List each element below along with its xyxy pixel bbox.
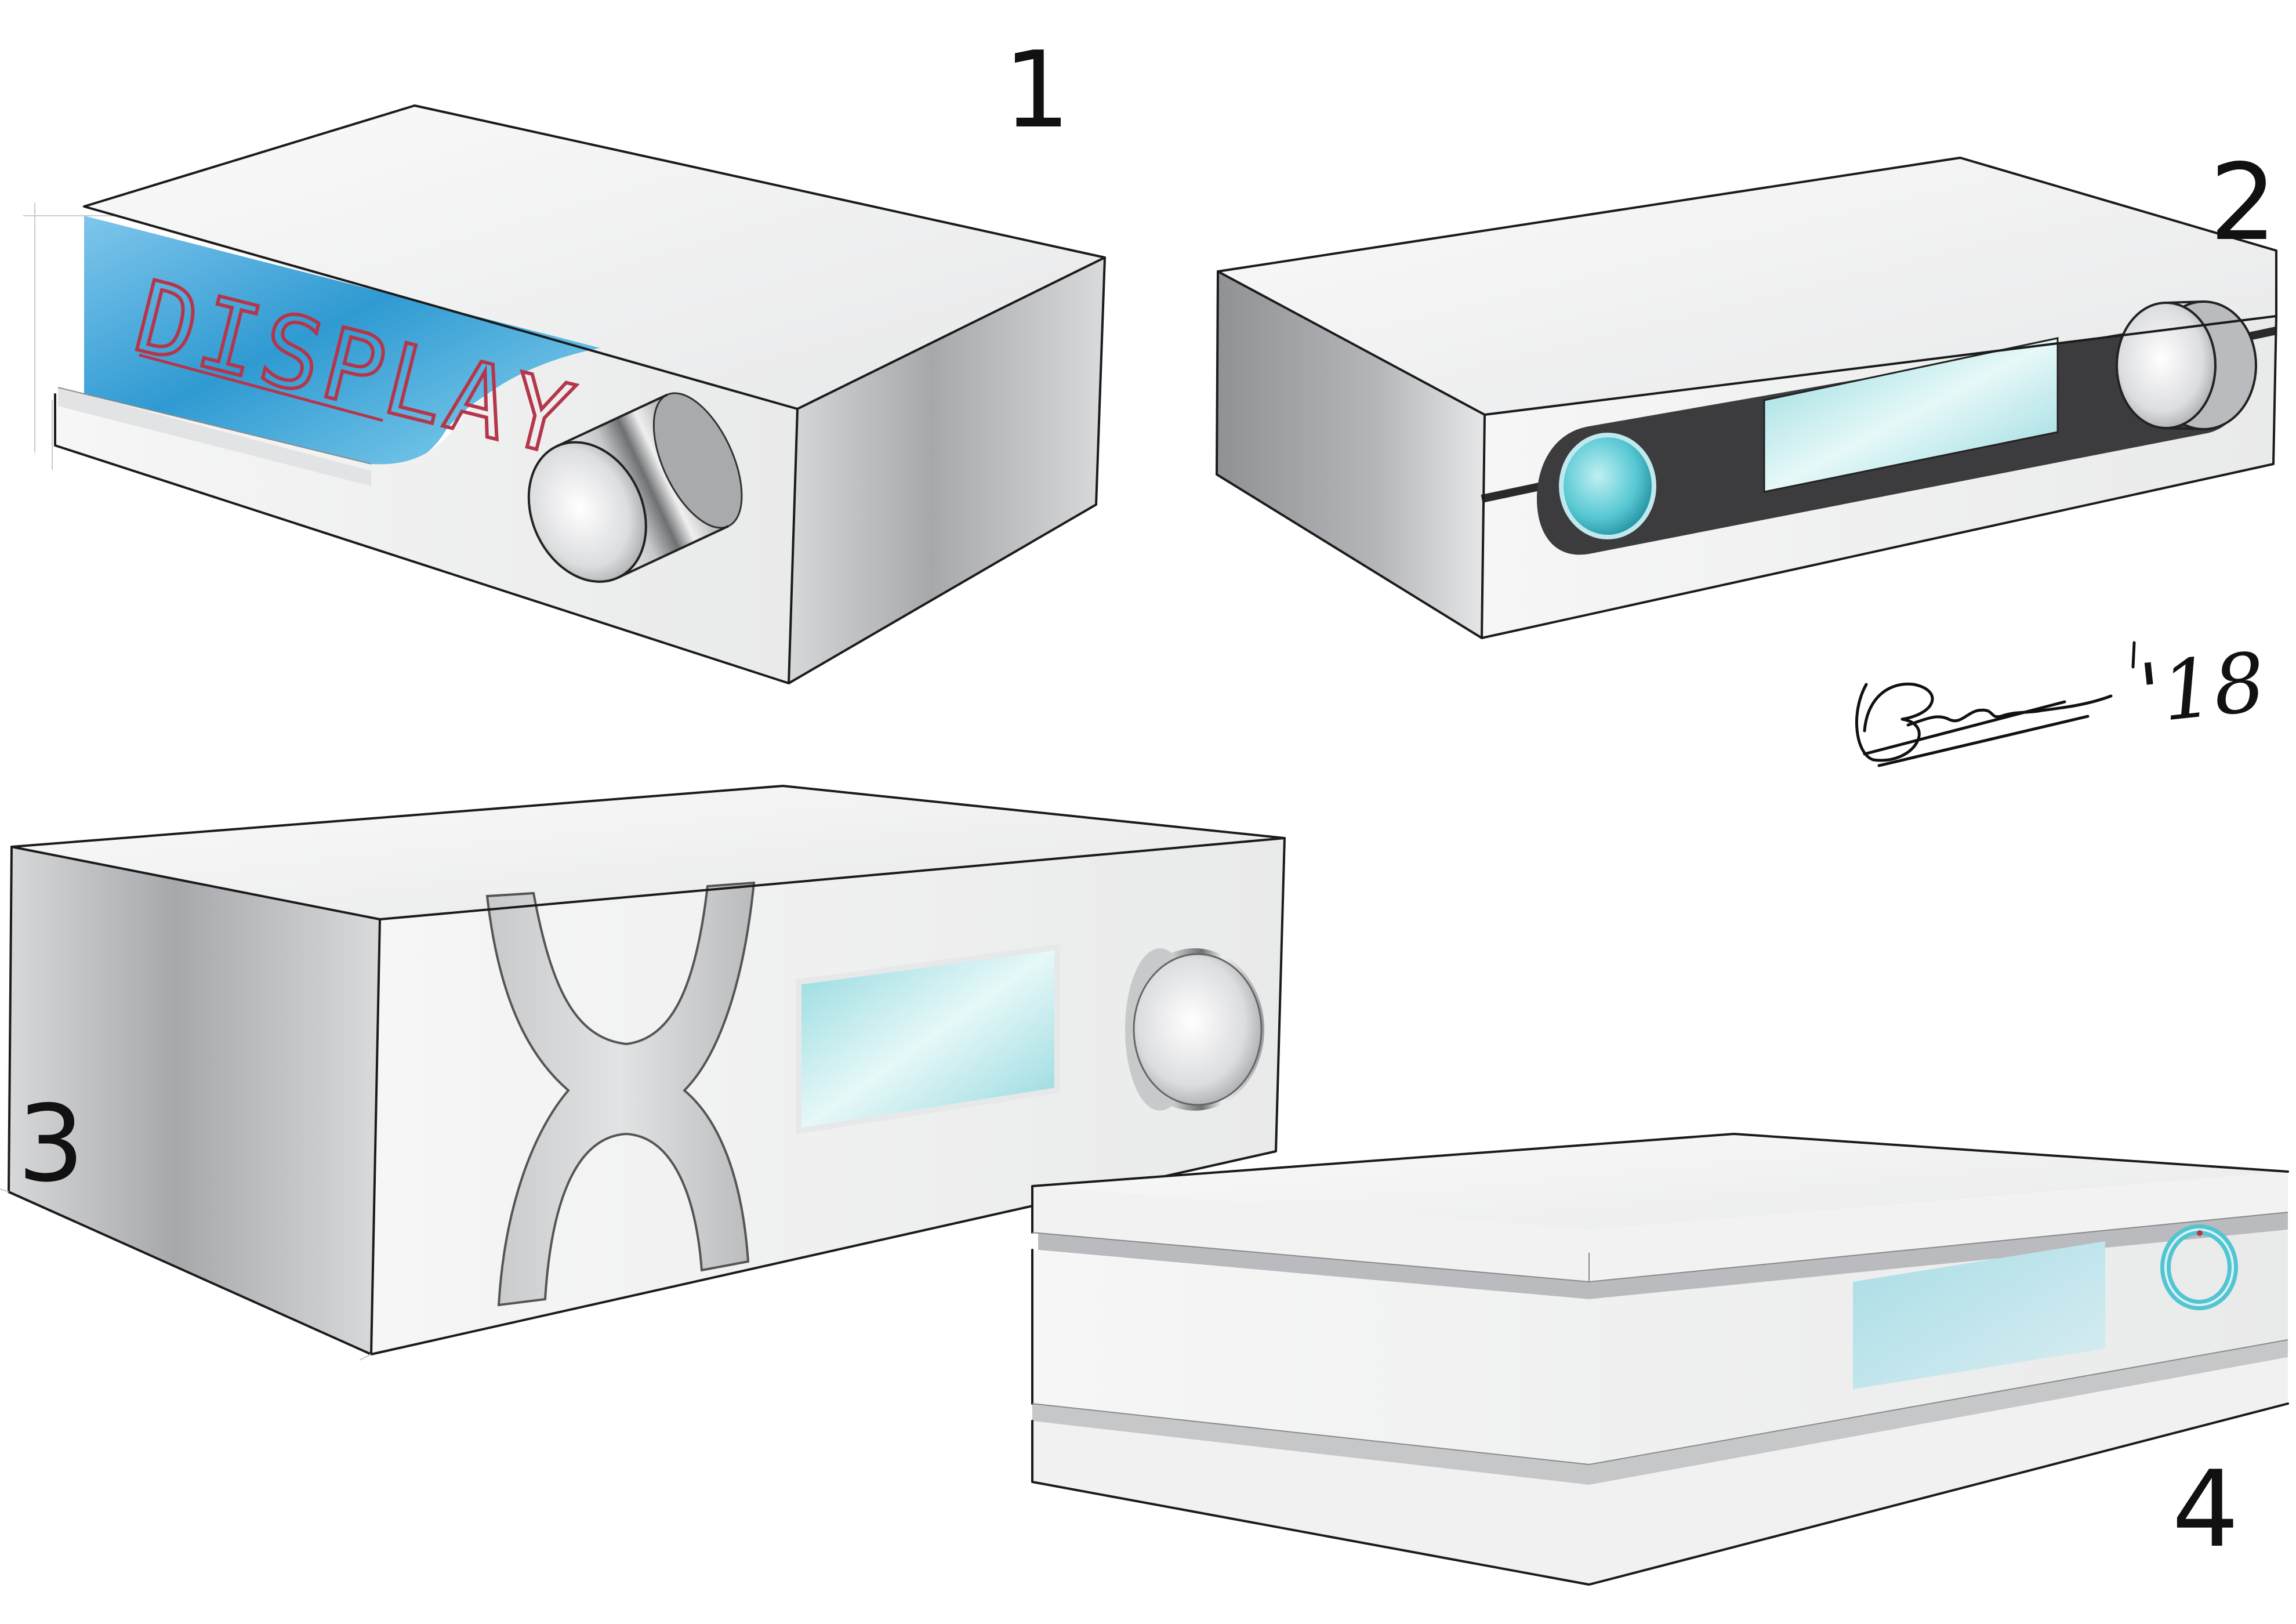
signature-year: '18: [2135, 635, 2269, 742]
rotary-knob-icon: [527, 392, 743, 583]
concept-number: 2: [2210, 141, 2277, 264]
concept-3-device: 3: [0, 785, 1286, 1361]
rotary-knob-icon: [1125, 948, 1264, 1111]
designer-signature: '18: [1855, 635, 2270, 767]
concept-number: 1: [1003, 28, 1071, 151]
concept-3-x-ornament: [485, 881, 756, 1307]
concept-number: 3: [17, 1082, 85, 1205]
concept-3-side: [9, 847, 380, 1354]
concept-3-top: [12, 786, 1285, 919]
concept-1-device: DISPLAY 1: [23, 28, 1106, 684]
concept-1-side: [789, 258, 1105, 683]
rotary-knob-icon: [2116, 300, 2257, 430]
concept-number: 4: [2172, 1448, 2239, 1571]
concept-1-display: [84, 216, 600, 471]
concept-2-top: [1218, 158, 2276, 415]
concept-4-device: 4: [1031, 1133, 2289, 1586]
concept-2-device: 2: [1216, 141, 2277, 639]
concept-2-display: [1763, 337, 2059, 493]
concept-4-base: [1032, 1357, 2288, 1585]
concept-2-side: [1217, 271, 1485, 638]
concept-4-display: [1853, 1241, 2105, 1389]
power-button-icon: [1559, 433, 1656, 539]
concept-3-display: [799, 947, 1057, 1131]
concept-1-top: [84, 106, 1105, 409]
ring-indicator-icon: [2160, 1224, 2238, 1310]
